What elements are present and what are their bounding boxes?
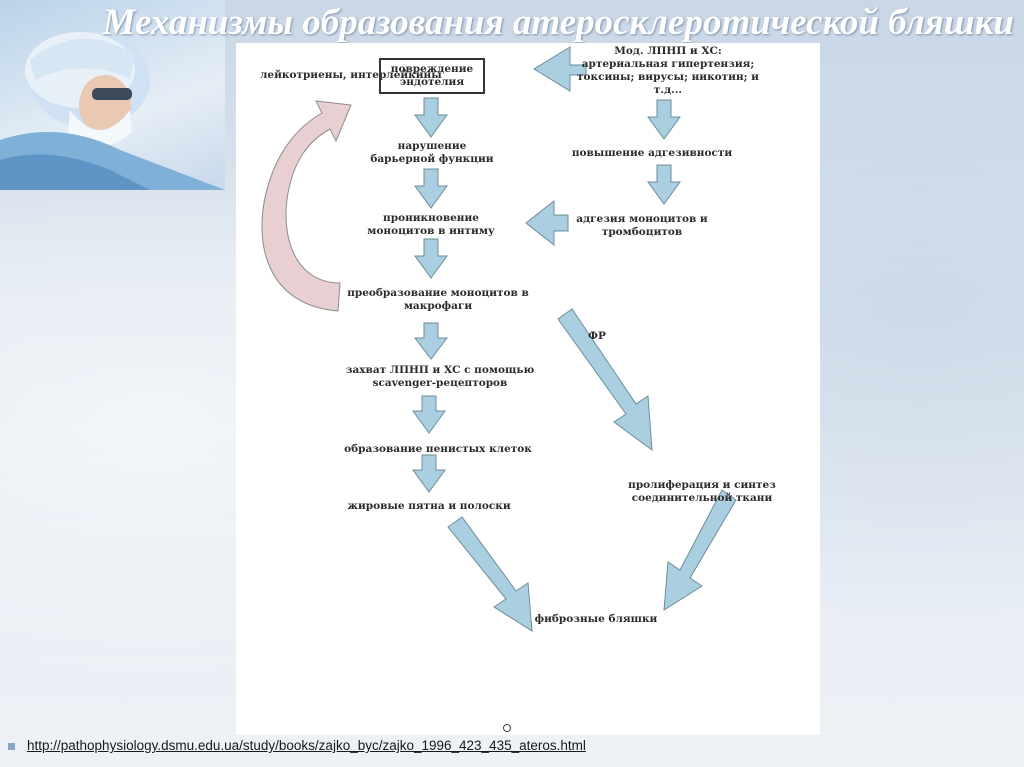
step-proliferation: пролиферация и синтез соединительной тка… xyxy=(628,479,776,504)
arrow-down-r1 xyxy=(647,99,681,140)
arrow-down-r2 xyxy=(647,164,681,205)
arrow-down-5 xyxy=(412,395,446,434)
feedback-arrow xyxy=(261,100,352,312)
arrow-down-1 xyxy=(414,97,448,138)
surgeon-photo xyxy=(0,0,225,190)
arrow-diag-fr xyxy=(557,308,653,452)
step-fatty-streaks: жировые пятна и полоски xyxy=(347,500,511,512)
result-fibrous-plaques: фиброзные бляшки xyxy=(534,613,658,625)
arrow-left-top xyxy=(533,46,587,92)
step-monocyte-penetration: проникновение моноцитов в интиму xyxy=(367,212,495,237)
diagram-arrows: .da { fill:#a9cfe0; stroke:#6f8c99; stro… xyxy=(261,46,737,632)
step-monocyte-platelet-adhesion: адгезия моноцитов и тромбоцитов xyxy=(576,213,708,238)
slide-title: Механизмы образования атеросклеротическо… xyxy=(102,2,1014,43)
risk-factors: Мод. ЛПНП и ХС: артериальная гипертензия… xyxy=(577,45,759,96)
growth-factor-label: ФР xyxy=(588,330,606,342)
source-link[interactable]: http://pathophysiology.dsmu.edu.ua/study… xyxy=(27,738,586,753)
step-macrophage-transform: преобразование моноцитов в макрофаги xyxy=(347,287,529,312)
arrow-down-3 xyxy=(414,238,448,279)
feedback-label: лейкотриены, интерлейкины xyxy=(260,69,442,81)
step-endothelium-damage: повреждение эндотелия xyxy=(379,58,485,94)
step-foam-cells: образование пенистых клеток xyxy=(344,443,532,455)
step-increased-adhesion: повышение адгезивности xyxy=(571,147,733,159)
step-barrier-function: нарушение барьерной функции xyxy=(370,140,494,165)
arrow-left-mid xyxy=(525,199,569,247)
step-ldl-capture: захват ЛПНП и ХС с помощью scavenger-рец… xyxy=(345,364,535,389)
arrow-down-2 xyxy=(414,168,448,209)
diagram-panel: .da { fill:#a9cfe0; stroke:#6f8c99; stro… xyxy=(236,43,820,735)
arrow-diag-right-bottom xyxy=(663,489,737,611)
page-marker xyxy=(503,724,511,732)
bullet-icon xyxy=(8,742,15,750)
arrow-diag-left-bottom xyxy=(447,516,533,632)
arrow-down-4 xyxy=(413,322,449,360)
footer: http://pathophysiology.dsmu.edu.ua/study… xyxy=(8,738,586,753)
arrow-down-6 xyxy=(412,454,446,493)
